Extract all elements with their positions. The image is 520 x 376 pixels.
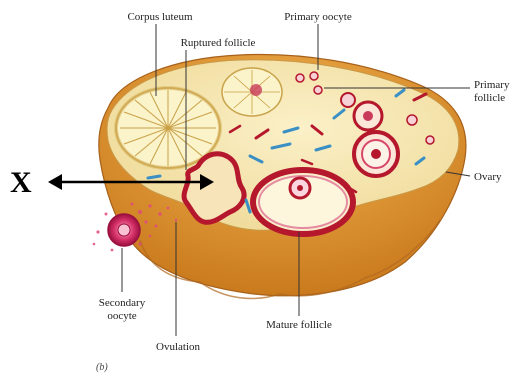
label-corpus-luteum: Corpus luteum xyxy=(127,11,193,23)
panel-tag: (b) xyxy=(96,362,108,373)
label-primary-follicle-1: Primary xyxy=(474,79,510,91)
label-primary-oocyte: Primary oocyte xyxy=(284,11,352,23)
label-primary-follicle-2: follicle xyxy=(474,92,505,104)
label-mature-follicle: Mature follicle xyxy=(266,319,332,331)
label-ruptured-follicle: Ruptured follicle xyxy=(181,37,256,49)
label-ovary: Ovary xyxy=(474,171,502,183)
label-secondary-oocyte-2: oocyte xyxy=(107,310,136,322)
label-secondary-oocyte-1: Secondary xyxy=(99,297,146,309)
corpus-albicans xyxy=(222,68,282,116)
label-ovulation: Ovulation xyxy=(156,341,200,353)
label-x-marker: X xyxy=(10,166,32,199)
mature-follicle xyxy=(253,170,353,234)
